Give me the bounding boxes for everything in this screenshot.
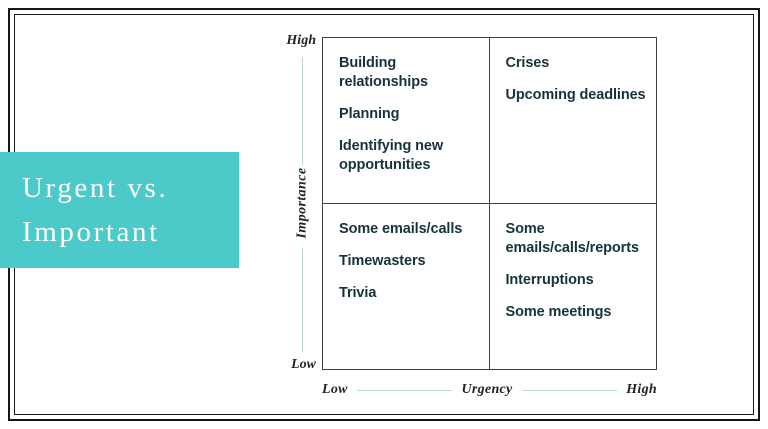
list-item: Upcoming deadlines bbox=[505, 87, 646, 103]
quadrant-important-not-urgent[interactable]: Building relationships Planning Identify… bbox=[323, 38, 490, 204]
x-axis-low-label: Low bbox=[322, 382, 348, 397]
list-item: Trivia bbox=[339, 284, 377, 301]
list-item: Some meetings bbox=[505, 303, 612, 320]
x-axis-line-left bbox=[356, 389, 453, 391]
list-item: Planning bbox=[339, 106, 400, 122]
list-item: Identifying new opportunities bbox=[339, 138, 444, 173]
y-axis-low-label: Low bbox=[291, 357, 316, 372]
list-item: Building relationships bbox=[339, 55, 428, 90]
urgency-axis: Low Urgency High bbox=[322, 379, 657, 401]
slide-title-line-2: Important bbox=[22, 216, 160, 248]
x-axis-title: Urgency bbox=[461, 382, 513, 397]
list-item: Some emails/calls bbox=[339, 220, 463, 237]
importance-axis: High Importance Low bbox=[262, 33, 320, 373]
slide-title-line-1: Urgent vs. bbox=[22, 172, 169, 204]
x-axis-line-right bbox=[521, 389, 618, 391]
quadrant-important-and-urgent[interactable]: Crises Upcoming deadlines bbox=[489, 38, 656, 204]
quadrant-not-important-but-urgent[interactable]: Some emails/calls/reports Interruptions … bbox=[490, 204, 657, 370]
slide-title-block: Urgent vs. Important bbox=[0, 152, 239, 268]
x-axis-high-label: High bbox=[626, 382, 657, 397]
quadrant-not-important-not-urgent[interactable]: Some emails/calls Timewasters Trivia bbox=[323, 203, 490, 369]
y-axis-title-text: Importance bbox=[294, 167, 310, 239]
list-item: Crises bbox=[505, 55, 550, 71]
y-axis-line-upper bbox=[302, 57, 303, 165]
y-axis-title: Importance bbox=[292, 158, 312, 248]
y-axis-line-lower bbox=[302, 248, 303, 352]
list-item: Some emails/calls/reports bbox=[505, 220, 640, 256]
y-axis-high-label: High bbox=[286, 33, 316, 48]
list-item: Interruptions bbox=[505, 271, 594, 288]
list-item: Timewasters bbox=[339, 252, 426, 269]
eisenhower-matrix: Building relationships Planning Identify… bbox=[322, 37, 657, 370]
